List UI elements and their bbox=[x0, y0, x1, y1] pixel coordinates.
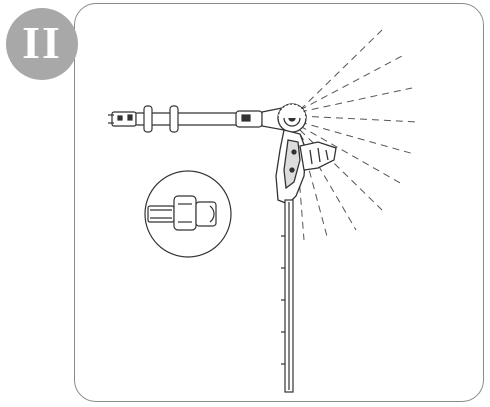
step-number-badge: II bbox=[6, 8, 78, 80]
detail-callout bbox=[144, 170, 232, 258]
instruction-panel bbox=[74, 3, 484, 402]
step-number: II bbox=[22, 17, 62, 68]
rotation-range-lines bbox=[295, 29, 419, 241]
motor-head bbox=[275, 129, 337, 205]
telescopic-pole bbox=[108, 105, 285, 133]
cutting-blade bbox=[281, 199, 294, 393]
angle-adjustment-gear bbox=[277, 103, 307, 133]
